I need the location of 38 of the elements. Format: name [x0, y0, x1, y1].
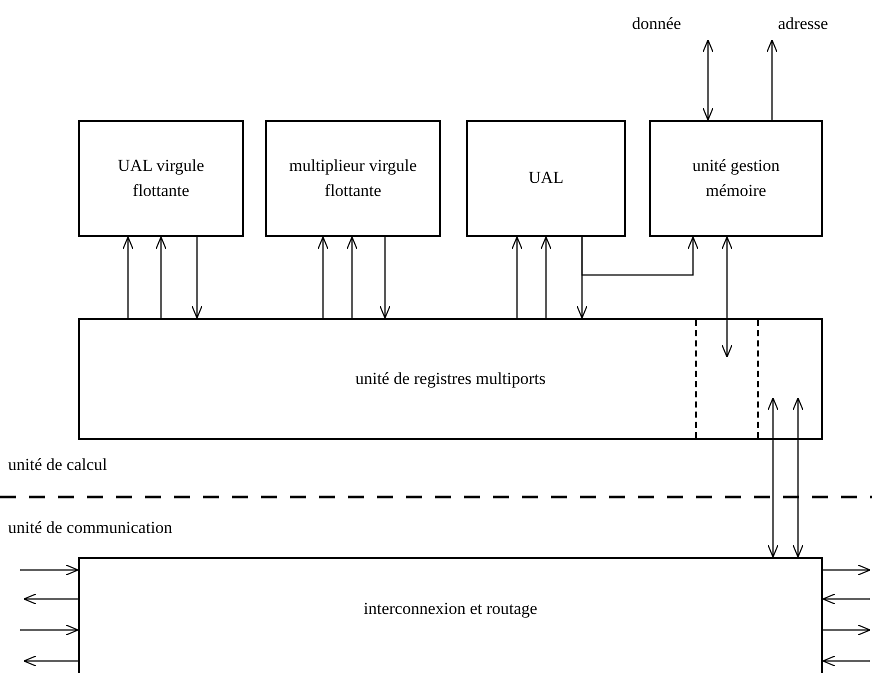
unit-box: [649, 120, 823, 237]
section-label: unité de calcul: [8, 455, 108, 475]
arrow: [20, 624, 79, 636]
arrow: [23, 593, 78, 605]
unit-name: multiplieur virgule flottante: [288, 154, 418, 202]
unit-name: UAL virgule flottante: [116, 154, 206, 202]
arrow: [379, 237, 391, 319]
arrow: [20, 564, 79, 576]
unit-box: [265, 120, 441, 237]
arrow: [155, 236, 167, 318]
unit-box: [78, 318, 823, 440]
arrow: [122, 236, 134, 318]
signal-label: adresse: [778, 14, 848, 38]
arrow: [766, 39, 778, 120]
arrow: [792, 397, 804, 558]
unit-name: UAL: [528, 167, 564, 190]
arrow: [346, 236, 358, 318]
arrow: [581, 236, 699, 276]
arrow: [767, 397, 779, 558]
signal-label: donnée: [632, 14, 702, 38]
arrow: [822, 655, 870, 667]
arrow: [317, 236, 329, 318]
arrow: [721, 236, 733, 358]
unit-box: [466, 120, 626, 237]
unit-name: unité de registres multiports: [355, 368, 546, 390]
arrow: [511, 236, 523, 318]
unit-name: unité gestion mémoire: [691, 154, 781, 202]
unit-box: [78, 557, 823, 673]
arrow: [822, 593, 870, 605]
arrow: [23, 655, 78, 667]
arrow: [702, 39, 714, 121]
unit-name: interconnexion et routage: [364, 598, 538, 620]
arrow: [191, 237, 203, 319]
unit-box: [78, 120, 244, 237]
arrow: [823, 564, 871, 576]
arrow: [540, 236, 552, 318]
section-label: unité de communication: [8, 518, 172, 538]
arrow: [823, 624, 871, 636]
